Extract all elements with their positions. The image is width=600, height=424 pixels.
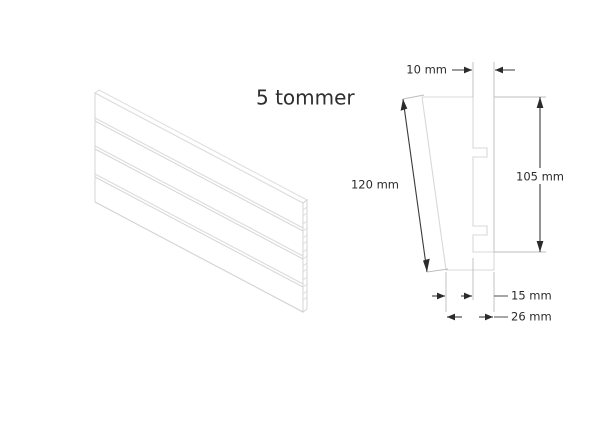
panel-board-face-2 [94, 120, 304, 257]
dim-label-thickness: 10 mm [406, 63, 447, 77]
arrow-thickness-left [495, 66, 503, 74]
arrow-face-height-bottom [423, 258, 430, 272]
dim-label-cover-height: 105 mm [516, 170, 564, 184]
panel-bottom-edge [94, 201, 304, 313]
dimension-overall-depth: 26 mm [447, 310, 552, 324]
panel-board-face-4 [94, 176, 304, 313]
dimension-cover-height: 105 mm [513, 97, 569, 252]
profile-outline-path [421, 96, 495, 271]
arrow-tongue-right [464, 292, 472, 300]
arrow-thickness-right [464, 66, 472, 74]
dimension-tongue-depth: 15 mm [432, 289, 552, 303]
dim-label-cover-height-backdrop [513, 168, 569, 184]
arrow-cover-height-bottom [536, 241, 544, 252]
witness-face-bottom [426, 268, 449, 273]
arrow-face-height-top [400, 99, 408, 111]
dimension-face-height: 120 mm [351, 94, 449, 273]
arrow-overall-left [447, 313, 455, 321]
dim-line-face-height [402, 98, 428, 273]
panel-right-end-face [302, 199, 308, 313]
panel-title-label: 5 tommer [256, 86, 355, 110]
panel-board-face-1 [94, 92, 304, 229]
arrow-tongue-left [437, 292, 445, 300]
dim-label-face-height: 120 mm [351, 178, 399, 192]
extension-lines [445, 62, 546, 318]
dimension-thickness: 10 mm [406, 63, 515, 77]
panel-groove-lines [94, 117, 304, 285]
witness-face-top [402, 94, 425, 100]
cladding-panel-isometric [94, 89, 308, 313]
dim-label-tongue-depth: 15 mm [511, 289, 552, 303]
panel-board-face-3 [94, 148, 304, 285]
dim-label-overall-depth: 26 mm [511, 310, 552, 324]
arrow-overall-right [485, 313, 493, 321]
board-cross-section-profile [421, 96, 495, 271]
panel-edge-interlock-marks [302, 206, 308, 301]
arrow-cover-height-top [536, 97, 544, 108]
